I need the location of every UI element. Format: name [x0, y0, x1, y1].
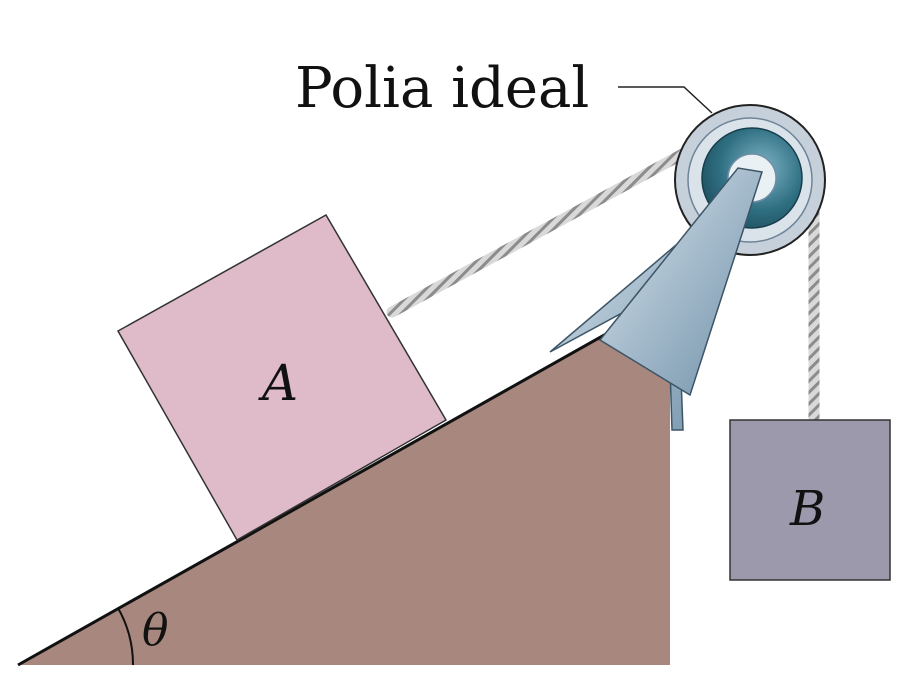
block-b-label: B — [789, 481, 825, 537]
pulley-label: Polia ideal — [295, 56, 589, 121]
incline-surface — [17, 296, 671, 667]
block-a-label: A — [258, 354, 298, 412]
angle-arc — [117, 607, 135, 666]
rope-a — [386, 144, 696, 318]
label-leader-line — [618, 86, 713, 114]
block-a — [116, 213, 448, 542]
pulley-arm — [598, 167, 763, 397]
angle-label: θ — [142, 605, 169, 656]
block-b — [729, 419, 891, 581]
